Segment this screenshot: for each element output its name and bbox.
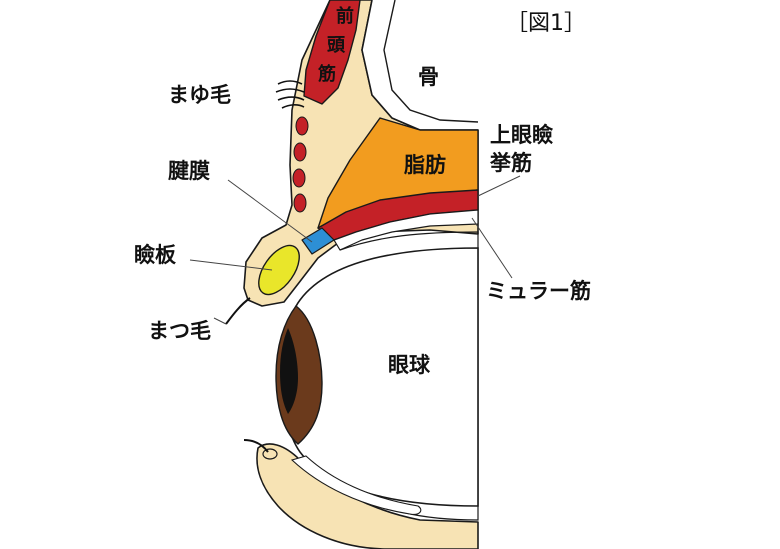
levator-label-line2: 挙筋 [489, 151, 532, 175]
lower-conjunctiva-strip [290, 455, 422, 515]
leader-line-tendon [227, 179, 313, 243]
frontalis-muscle [303, 0, 361, 105]
leader-line-levator [477, 175, 521, 197]
tendon-label: 腱膜 [168, 159, 210, 183]
frontalis-label: 前 頭 筋 [318, 5, 354, 85]
lower-eyelash [243, 439, 269, 453]
fat-label: 脂肪 [404, 153, 446, 177]
leader-line-tarsus [189, 259, 273, 271]
frontalis-label-char: 筋 [318, 63, 336, 85]
muller-label: ミュラー筋 [486, 279, 591, 303]
eyebrow-hairs [275, 80, 305, 109]
bone-region [362, 0, 478, 130]
levator-label-line1: 上眼瞼 [490, 123, 553, 147]
eyelash-label: まつ毛 [148, 319, 211, 343]
eyebrow-label: まゆ毛 [168, 83, 231, 107]
frontalis-label-char: 前 [336, 5, 354, 27]
pupil [280, 328, 298, 414]
upper-eyelash [225, 297, 251, 325]
orbicularis-dot [292, 168, 306, 188]
orbicularis-dot [293, 142, 307, 162]
frontalis-label-char: 頭 [327, 35, 346, 56]
figure-number-label: ［図1］ [506, 11, 586, 36]
aponeurosis-tendon [301, 227, 335, 255]
muller-conjunctiva-strip [333, 209, 479, 251]
lower-lid-margin [262, 448, 278, 460]
orbicularis-dot [293, 193, 307, 213]
tarsus-label: 瞼板 [134, 243, 177, 267]
orbicularis-dot [295, 116, 309, 136]
tarsal-plate [258, 244, 300, 296]
leader-line-eyelash [213, 317, 227, 325]
leader-line-muller [471, 217, 513, 279]
eyeball-label: 眼球 [388, 353, 431, 377]
bone-label: 骨 [418, 65, 439, 89]
bone-inner-outline [383, 0, 479, 123]
